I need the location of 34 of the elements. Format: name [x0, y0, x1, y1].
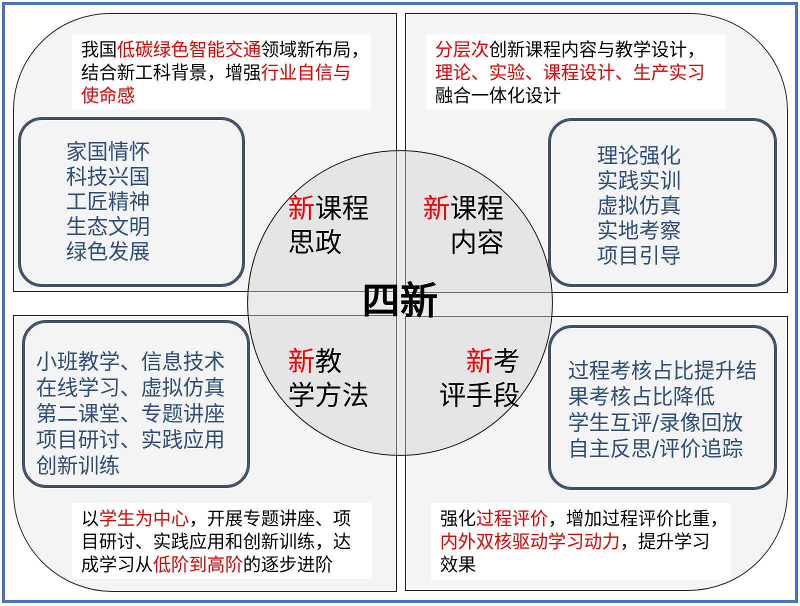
list-item: 项目研讨、实践应用: [36, 427, 225, 453]
list-item: 第二课堂、专题讲座: [36, 401, 225, 427]
list-box: [548, 325, 777, 490]
list-item: 工匠精神: [66, 190, 150, 215]
quadrant-panel: [13, 315, 397, 592]
quarter-label: 新考评手段: [439, 346, 520, 414]
list-item: 科技兴国: [66, 165, 150, 190]
list-box: [22, 320, 250, 488]
list-box: [548, 118, 777, 287]
center-title: 四新: [361, 279, 439, 323]
list-item: 小班教学、信息技术: [36, 349, 225, 375]
intro-paragraph: 以学生为中心，开展专题讲座、项目研讨、实践应用和创新训练，达成学习从低阶到高阶的逐步进阶: [72, 503, 372, 579]
intro-paragraph: 强化过程评价，增加过程评价比重，内外双核驱动学习动力，提升学习效果: [431, 503, 731, 580]
list-item: 家国情怀: [66, 140, 150, 165]
list-item: 创新训练: [36, 453, 120, 479]
quarter-label: 新教学方法: [288, 346, 369, 414]
quadrant-panel: [405, 316, 788, 591]
list-item: 学生互评/录像回放: [568, 410, 744, 436]
list-item: 绿色发展: [66, 240, 150, 265]
intro-paragraph: 分层次创新课程内容与教学设计，理论、实验、课程设计、生产实习融合一体化设计: [426, 34, 726, 110]
intro-paragraph: 我国低碳绿色智能交通领域新布局，结合新工科背景，增强行业自信与使命感: [72, 34, 371, 110]
list-item: 项目引导: [597, 244, 681, 269]
list-item: 生态文明: [66, 215, 150, 240]
list-item: 虚拟仿真: [597, 194, 681, 219]
list-box: [18, 117, 245, 287]
list-item: 实地考察: [597, 219, 681, 244]
quarter-label: 新课程内容: [423, 193, 504, 261]
list-item: 过程考核占比提升结果考核占比降低: [568, 358, 758, 410]
list-item: 实践实训: [597, 169, 681, 194]
list-item: 在线学习、虚拟仿真: [36, 375, 225, 401]
list-item: 自主反思/评价追踪: [568, 436, 744, 462]
center-circle: [247, 150, 553, 456]
list-item: 理论强化: [597, 144, 681, 169]
quarter-label: 新课程思政: [288, 193, 369, 261]
